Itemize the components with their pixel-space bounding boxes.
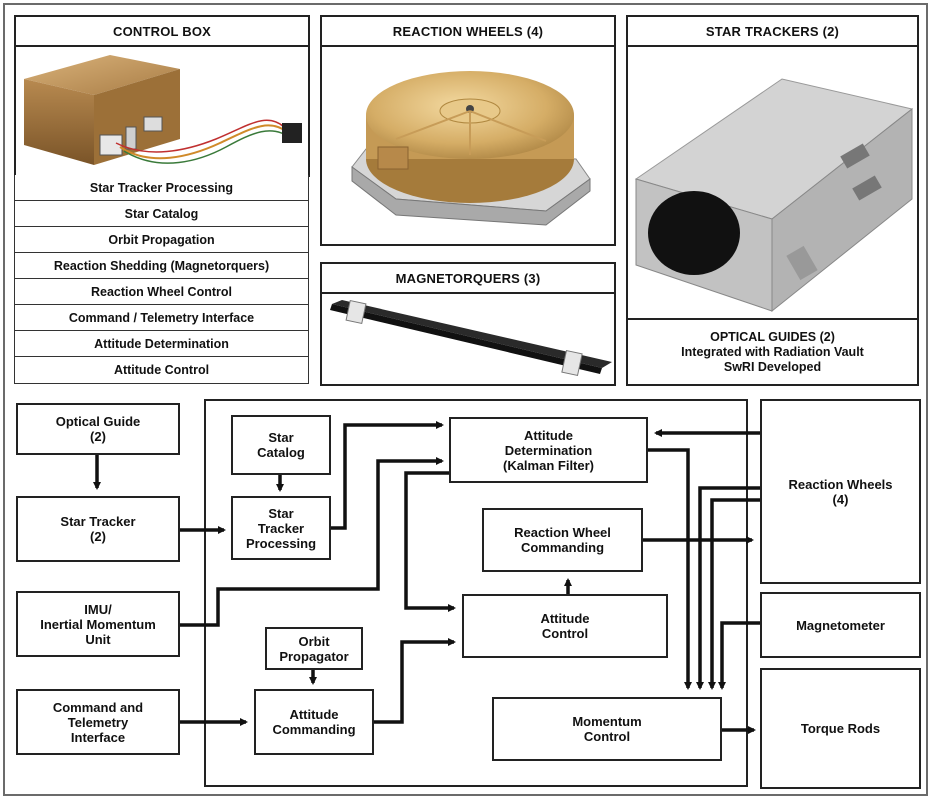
imu-block: IMU/ Inertial Momentum Unit <box>16 591 180 657</box>
orbit-propagator-block: Orbit Propagator <box>265 627 363 670</box>
star-tracker-processing-block: Star Tracker Processing <box>231 496 331 560</box>
star-tracker-block: Star Tracker (2) <box>16 496 180 562</box>
optical-guide-block: Optical Guide (2) <box>16 403 180 455</box>
magnetometer-block: Magnetometer <box>760 592 921 658</box>
command-telemetry-interface-block: Command and Telemetry Interface <box>16 689 180 755</box>
attitude-control-block: Attitude Control <box>462 594 668 658</box>
torque-rods-block: Torque Rods <box>760 668 921 789</box>
reaction-wheel-commanding-block: Reaction Wheel Commanding <box>482 508 643 572</box>
momentum-control-block: Momentum Control <box>492 697 722 761</box>
attitude-determination-block: Attitude Determination (Kalman Filter) <box>449 417 648 483</box>
attitude-commanding-block: Attitude Commanding <box>254 689 374 755</box>
star-catalog-block: Star Catalog <box>231 415 331 475</box>
reaction-wheels-block: Reaction Wheels (4) <box>760 399 921 584</box>
